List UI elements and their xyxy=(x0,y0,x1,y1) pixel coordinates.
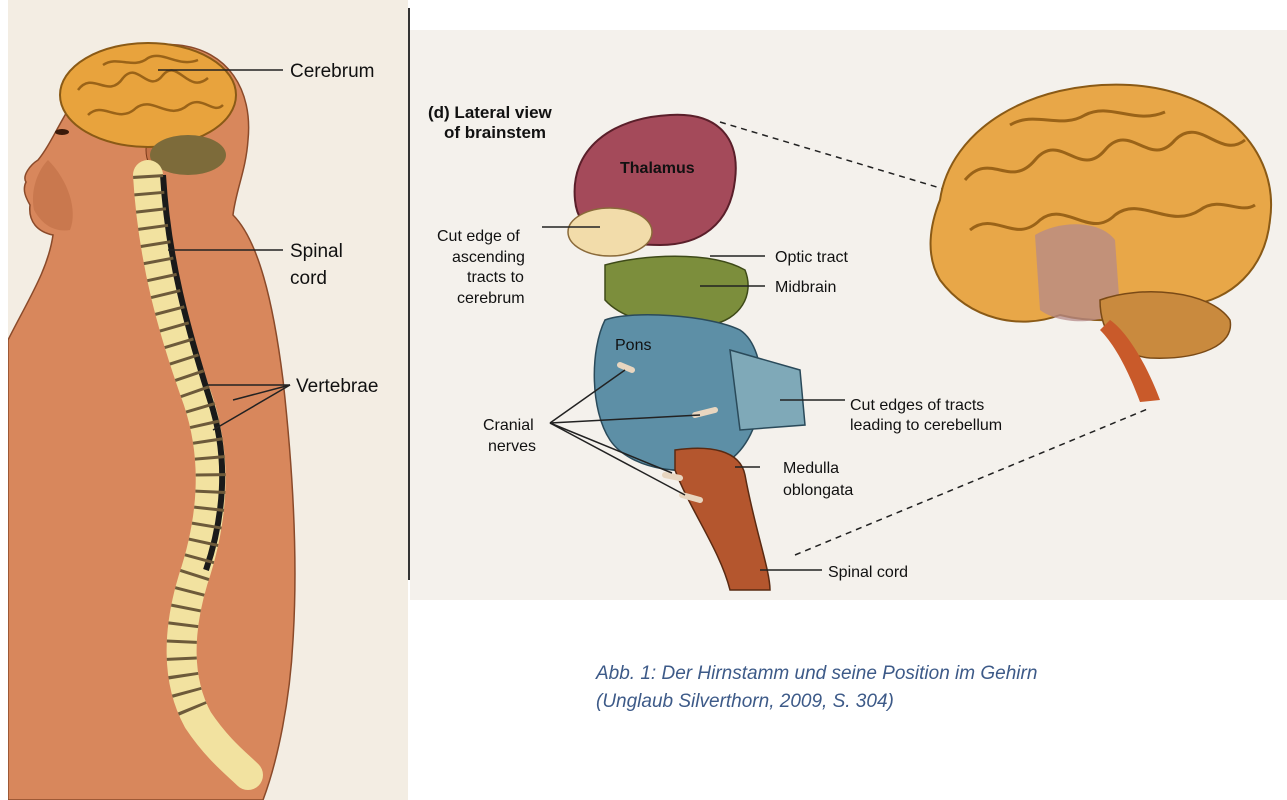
medulla-shape xyxy=(675,448,770,590)
figure-caption: Abb. 1: Der Hirnstamm und seine Position… xyxy=(596,660,1096,716)
cut-edges-cerebellum-block xyxy=(730,350,805,430)
caption-line2: (Unglaub Silverthorn, 2009, S. 304) xyxy=(596,688,1096,716)
caption-line1: Abb. 1: Der Hirnstamm und seine Position… xyxy=(596,660,1096,688)
label-spinal-cord-line1: Spinal xyxy=(290,241,343,262)
label-optic-tract: Optic tract xyxy=(775,249,848,266)
label-cut-edge-line2: ascending xyxy=(452,249,525,266)
label-medulla-line2: oblongata xyxy=(783,482,853,499)
label-cerebrum: Cerebrum xyxy=(290,61,374,82)
brainstem-illustration: (d) Lateral view of brainstem xyxy=(410,30,1287,600)
label-pons: Pons xyxy=(615,337,651,354)
eye xyxy=(55,129,69,135)
label-cranial-nerves-line2: nerves xyxy=(488,438,536,455)
label-spinal-cord-right: Spinal cord xyxy=(828,564,908,581)
label-cut-edge-line3: tracts to xyxy=(467,269,524,286)
label-medulla-line1: Medulla xyxy=(783,460,839,477)
label-midbrain: Midbrain xyxy=(775,279,836,296)
label-cut-edge-line4: cerebrum xyxy=(457,290,525,307)
figure-title-line1: (d) Lateral view xyxy=(428,103,553,122)
label-cut-edges-tracts-line2: leading to cerebellum xyxy=(850,417,1002,434)
body-illustration-panel: Cerebrum Spinal cord Vertebrae xyxy=(8,0,408,800)
label-cut-edge-line1: Cut edge of xyxy=(437,228,520,245)
body-illustration: Cerebrum Spinal cord Vertebrae xyxy=(8,0,408,800)
label-thalamus: Thalamus xyxy=(620,160,695,177)
label-cranial-nerves-line1: Cranial xyxy=(483,417,534,434)
figure-title-line2: of brainstem xyxy=(444,123,546,142)
brainstem-illustration-panel: (d) Lateral view of brainstem xyxy=(410,30,1287,600)
label-cut-edges-tracts-line1: Cut edges of tracts xyxy=(850,397,984,414)
cut-edge-ascending-tracts xyxy=(568,208,652,256)
label-spinal-cord-line2: cord xyxy=(290,268,327,289)
label-vertebrae: Vertebrae xyxy=(296,376,378,397)
